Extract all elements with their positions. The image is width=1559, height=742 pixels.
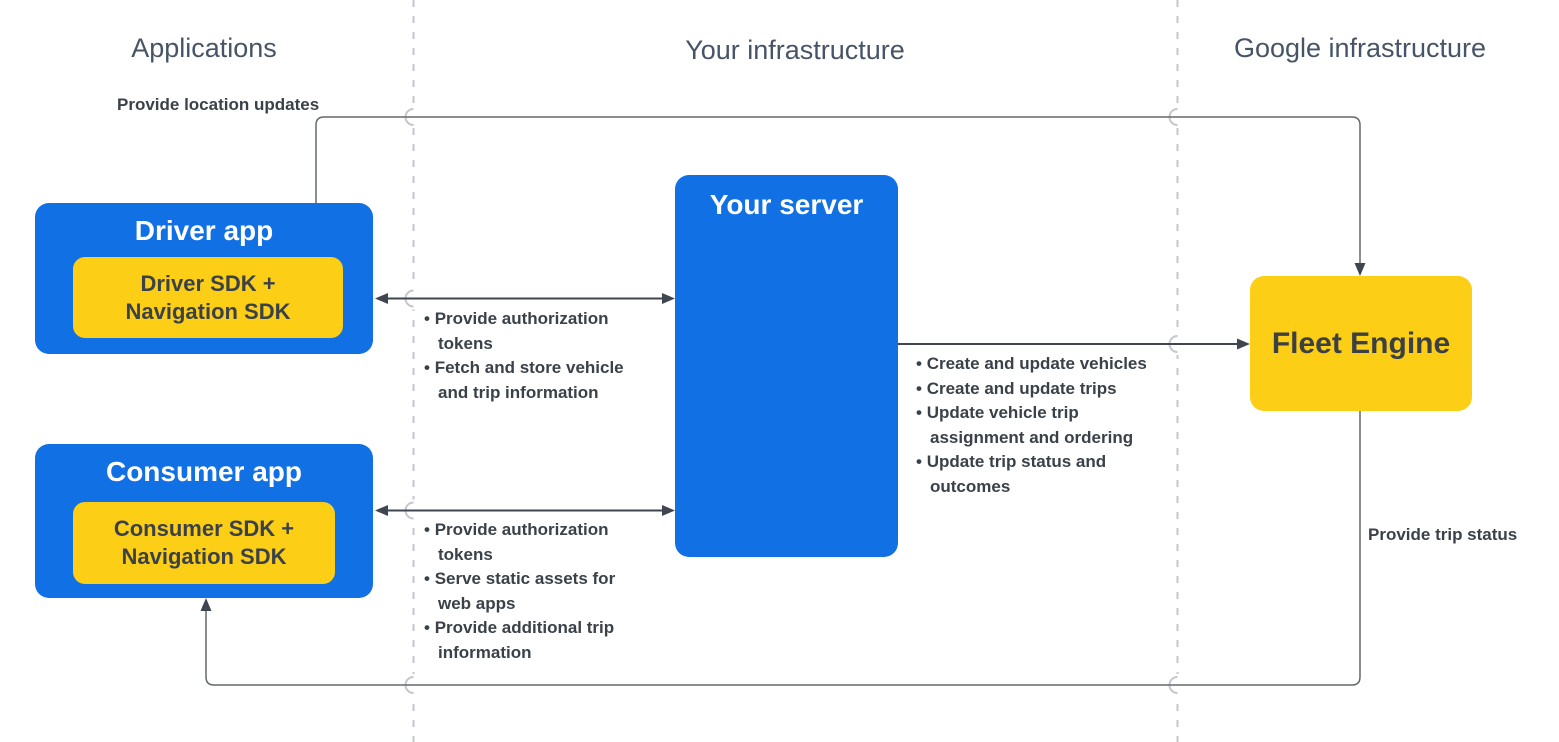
driver-server-bullet-list: Provide authorization tokens Fetch and s… bbox=[424, 307, 643, 405]
driver-app-title: Driver app bbox=[134, 215, 274, 246]
bullet-item: Serve static assets for web apps bbox=[424, 567, 634, 616]
bullet-item: Provide authorization tokens bbox=[424, 307, 643, 356]
consumer-server-arrowhead-right bbox=[662, 505, 675, 516]
trip-status-path bbox=[205, 411, 1361, 686]
bullet-item: Update vehicle trip assignment and order… bbox=[916, 401, 1174, 450]
consumer-server-arrowhead-left bbox=[375, 505, 388, 516]
bullet-item: Create and update trips bbox=[916, 377, 1174, 402]
server-fleet-bullet-list: Create and update vehicles Create and up… bbox=[916, 352, 1174, 499]
location-updates-arrowhead bbox=[1354, 263, 1366, 276]
your-server-node: Your server bbox=[675, 175, 898, 557]
bullet-item: Provide authorization tokens bbox=[424, 518, 634, 567]
consumer-app-title: Consumer app bbox=[105, 456, 303, 487]
lane-header-google-infrastructure: Google infrastructure bbox=[1233, 33, 1487, 63]
bullet-item: Update trip status and outcomes bbox=[916, 450, 1174, 499]
fleet-engine-node: Fleet Engine bbox=[1250, 276, 1472, 411]
bullet-item: Fetch and store vehicle and trip informa… bbox=[424, 356, 643, 405]
server-fleet-arrowhead bbox=[1237, 338, 1250, 350]
trip-status-label: Provide trip status bbox=[1368, 525, 1518, 544]
lane-header-your-infrastructure: Your infrastructure bbox=[685, 35, 905, 65]
location-updates-label: Provide location updates bbox=[117, 95, 320, 114]
driver-server-arrowhead-right bbox=[662, 293, 675, 304]
location-updates-path bbox=[315, 116, 1361, 263]
driver-sdk-node: Driver SDK + Navigation SDK bbox=[73, 257, 343, 338]
driver-sdk-label: Driver SDK + Navigation SDK bbox=[125, 270, 291, 324]
consumer-sdk-label: Consumer SDK + Navigation SDK bbox=[113, 516, 295, 569]
bullet-item: Provide additional trip information bbox=[424, 616, 634, 665]
driver-server-arrowhead-left bbox=[375, 293, 388, 304]
consumer-sdk-node: Consumer SDK + Navigation SDK bbox=[73, 502, 335, 584]
your-server-title: Your server bbox=[709, 189, 864, 220]
fleet-engine-label: Fleet Engine bbox=[1271, 326, 1451, 360]
lane-header-applications: Applications bbox=[131, 33, 277, 63]
bullet-item: Create and update vehicles bbox=[916, 352, 1174, 377]
consumer-server-bullet-list: Provide authorization tokens Serve stati… bbox=[424, 518, 634, 665]
trip-status-arrowhead bbox=[200, 598, 212, 611]
